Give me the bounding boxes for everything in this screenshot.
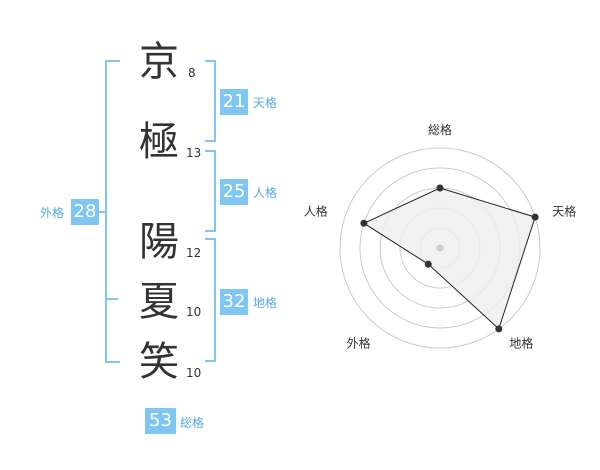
radar-axis-label: 外格 <box>347 335 371 350</box>
bracket-gaikaku-mid <box>105 298 118 300</box>
radar-point-1 <box>436 184 444 192</box>
bracket-gaikaku-tick <box>96 211 105 213</box>
name-char-4: 夏 <box>139 279 179 325</box>
name-char-3: 陽 <box>139 219 179 265</box>
bracket-gaikaku <box>105 60 120 363</box>
chikaku-label: 地格 <box>253 296 278 310</box>
gaikaku-label: 外格 <box>40 206 65 220</box>
jinkaku-value: 25 <box>220 179 248 205</box>
name-char-1: 京 <box>139 39 179 85</box>
jinkaku-label: 人格 <box>253 186 278 200</box>
name-char-5: 笑 <box>139 339 179 385</box>
soukaku-value: 53 <box>145 408 176 434</box>
stroke-count-5: 10 <box>186 366 202 380</box>
stroke-count-2: 13 <box>186 146 202 160</box>
radar-axis-label: 天格 <box>552 204 576 219</box>
radar-point-2 <box>531 213 539 221</box>
radar-axis-label: 人格 <box>304 204 328 219</box>
radar-polygon <box>362 187 536 330</box>
tenkaku-label: 天格 <box>253 96 278 110</box>
radar-ring-5 <box>339 147 541 349</box>
bracket-chikaku <box>205 238 216 362</box>
radar-axis-label: 総格 <box>428 122 452 137</box>
radar-point-4 <box>424 260 432 268</box>
tenkaku-value: 21 <box>220 89 248 115</box>
gaikaku-value: 28 <box>71 199 99 225</box>
bracket-tenkaku <box>205 60 216 142</box>
soukaku-label: 総格 <box>180 416 205 430</box>
radar-center-dot <box>436 244 444 252</box>
stroke-count-1: 8 <box>188 66 196 80</box>
stroke-count-3: 12 <box>186 246 202 260</box>
radar-point-5 <box>360 219 368 227</box>
name-char-2: 極 <box>139 119 179 165</box>
radar-axis-label: 地格 <box>509 335 533 350</box>
bracket-jinkaku <box>205 150 216 232</box>
radar-point-3 <box>495 325 503 333</box>
stroke-count-4: 10 <box>186 305 202 319</box>
chikaku-value: 32 <box>220 289 248 315</box>
